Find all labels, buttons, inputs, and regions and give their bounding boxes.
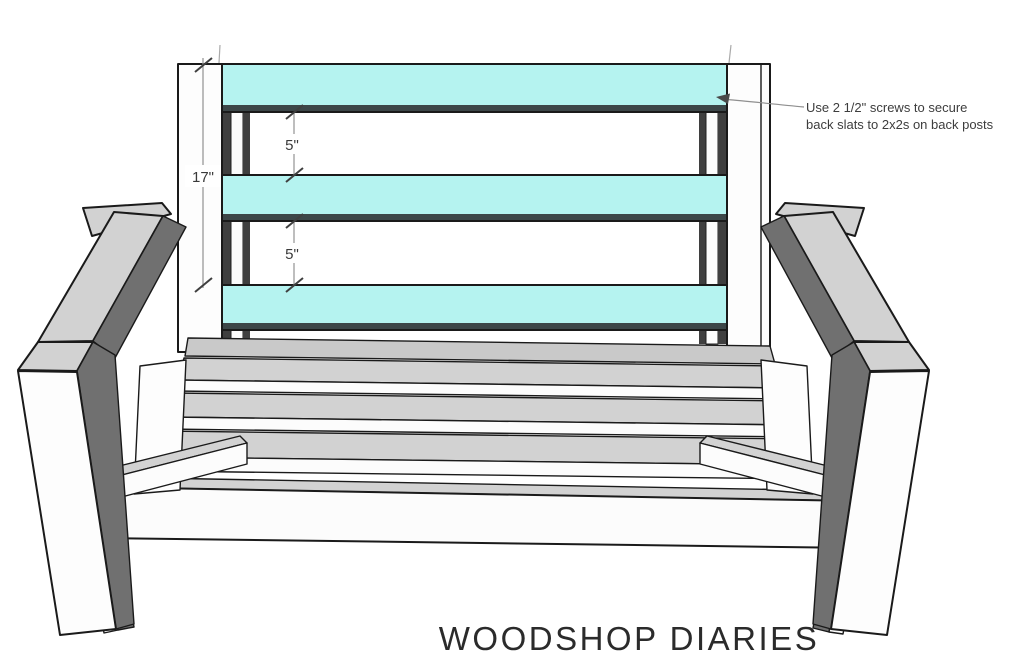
back-posts — [177, 63, 771, 353]
dimension-lower-gap: 5" — [279, 213, 305, 293]
back-slat-middle-bottom-edge — [223, 214, 726, 220]
callout-text-line2: back slats to 2x2s on back posts — [806, 117, 994, 132]
back-slat-bottom-bottom-edge — [223, 323, 726, 329]
right-front-leg-face — [830, 370, 930, 636]
back-slats — [221, 63, 728, 331]
callout-arrowhead-icon — [716, 93, 730, 104]
dim-tick — [285, 213, 304, 229]
dim-tick — [285, 277, 304, 293]
right-arm — [699, 202, 930, 636]
dim-tick — [285, 104, 304, 120]
dim-label-17: 17" — [192, 169, 214, 186]
back-slat-middle — [221, 174, 728, 222]
dim-label-backing — [279, 243, 305, 263]
back-slat-top — [221, 63, 728, 113]
back-slat-bottom — [221, 284, 728, 331]
right-back-post — [726, 63, 771, 353]
watermark-text: WOODSHOP DIARIES — [439, 620, 819, 657]
dim-tick — [285, 167, 304, 183]
screw-callout: Use 2 1/2" screws to secure back slats t… — [716, 93, 994, 132]
left-front-leg-face — [17, 370, 117, 636]
dimension-back-height: 17" — [185, 44, 732, 293]
front-apron — [99, 476, 861, 549]
extension-line-left — [218, 44, 221, 64]
dim-label-5-lower: 5" — [285, 246, 299, 263]
dim-tick — [194, 57, 213, 73]
dim-label-5-upper: 5" — [285, 137, 299, 154]
back-slat-top-bottom-edge — [223, 105, 726, 111]
dim-label-backing — [279, 134, 305, 154]
left-arm — [17, 202, 248, 636]
callout-text-line1: Use 2 1/2" screws to secure — [806, 100, 967, 115]
dimension-upper-gap: 5" — [279, 104, 305, 183]
callout-leader-line — [726, 98, 805, 108]
dim-tick — [194, 277, 213, 293]
left-back-post — [177, 63, 223, 353]
dim-label-backing — [185, 165, 221, 187]
extension-line-right — [728, 44, 732, 64]
